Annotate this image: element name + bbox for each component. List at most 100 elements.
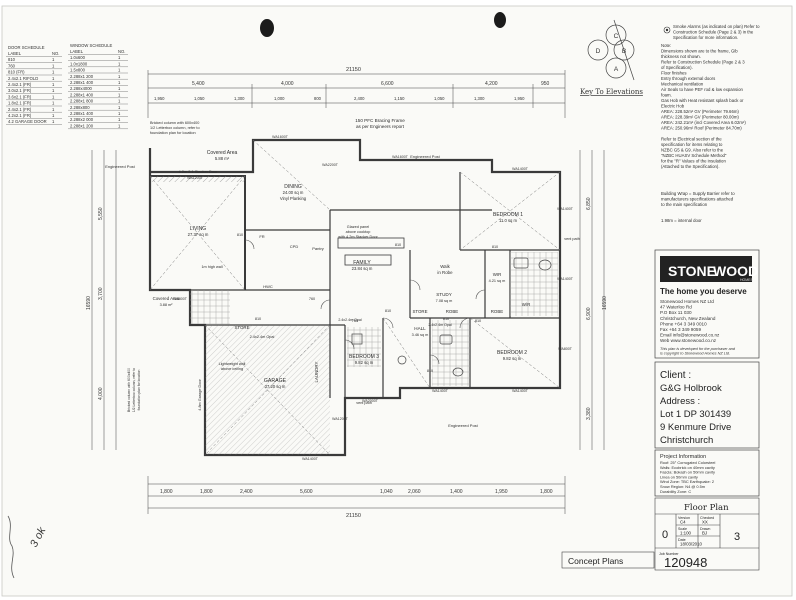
sheet-title: Floor Plan (684, 503, 729, 513)
note-bracing-2: as per Engineers report (356, 124, 405, 129)
client-frame (654, 361, 760, 449)
wr-label: W/R (522, 302, 531, 307)
living-label: LIVING (190, 226, 207, 232)
title-block: Floor Plan 0 VersionC4Scale1:100Date18/0… (561, 497, 760, 571)
key-letter-b: B (622, 48, 626, 55)
door-tag: 810 (395, 243, 401, 247)
vent-path-2: vent path (564, 237, 580, 241)
project-info-line: Snow Region: N4 @ 0.5m (660, 484, 705, 489)
spec-note-line: Floor finishes (661, 71, 687, 76)
company-address-line: Christchurch, New Zealand (660, 316, 716, 321)
title-cell-label: Checked (700, 516, 714, 520)
exterior-wall (148, 138, 562, 457)
project-info-line: Walls: Ecobrick on 40mm cavity (660, 465, 715, 470)
key-circle-c (605, 24, 627, 46)
ensuite-tiles (432, 320, 470, 386)
dim-top-segment: 4,200 (485, 81, 498, 87)
client-block: Client : G&G Holbrook Address : Lot 1 DP… (654, 361, 760, 449)
spec-note-line: NZBC G5 & G9. Also refer to the (661, 148, 724, 153)
door-schedule-label: LABEL (8, 51, 22, 56)
dim-top-sub: 1,950 (154, 96, 165, 101)
kitchen-island (344, 254, 392, 266)
dim-top-segment: 5,400 (192, 81, 205, 87)
bedroom-opening: 2.4x2.4m Opal (428, 323, 452, 327)
project-info-line: Roof: 25° Corrugated Colorsteel (660, 460, 716, 465)
brand-block: STONE WOOD HOMES The home you deserve St… (654, 249, 760, 359)
title-cell-label: Drawn (700, 527, 710, 531)
title-cell-label: Scale (678, 527, 687, 531)
spec-note-line: foam. (661, 93, 672, 98)
logo-sub: HOMES (740, 278, 754, 282)
concept-box (561, 551, 655, 569)
window-schedule-count: 1 (118, 68, 121, 73)
family-size: 23.84 sq m (352, 266, 373, 271)
door-schedule-count: 1 (52, 119, 55, 124)
job-number: 120948 (664, 555, 707, 570)
family-label: FAMILY (353, 260, 371, 266)
project-info-line: Linea on 50mm cavity (660, 474, 698, 479)
window-schedule-count: NO. (118, 49, 125, 54)
door-tag: 760 (309, 297, 315, 301)
title-cell-value: C4 (680, 520, 686, 525)
project-frame (654, 449, 760, 497)
door-tag: 810 (492, 245, 498, 249)
door-schedule-label: 760 (8, 63, 16, 68)
door-schedule-label: 2.4x2.1 (FR) (8, 107, 32, 112)
door-schedule-count: 1 (52, 101, 55, 106)
job-label: Job Number (659, 552, 679, 556)
door-schedule-label: 810 (8, 57, 16, 62)
dim-left-total: 16590 (86, 296, 92, 310)
dim-top-segment: 6,600 (381, 81, 394, 87)
company-address-line: Fax +64 3 349 9059 (660, 327, 701, 332)
door-schedule-count: 1 (52, 88, 55, 93)
kitchen-bench (337, 237, 405, 249)
door-schedule-count: 1 (52, 113, 55, 118)
window-schedule-count: 1 (118, 86, 121, 91)
door-schedule-count: NO. (52, 51, 59, 56)
dim-top-sub: 1,300 (234, 96, 245, 101)
window-tag: WA2200T (322, 163, 339, 167)
door-schedule-title: DOOR SCHEDULE (8, 45, 45, 50)
spec-note-line: AREA: 242.21m² (incl Covered Area 6.02m²… (661, 120, 746, 125)
spec-note-line: AREA: 250.96m² Roof (Perimeter 84.70m) (661, 126, 742, 131)
internal-door-note: 1.98m = internal door (661, 218, 702, 223)
cupboard-label: CPD (290, 244, 299, 249)
brand-frame (654, 249, 760, 359)
dim-right-segment: 6,850 (586, 197, 592, 210)
dim-top-sub: 1,000 (274, 96, 285, 101)
spec-note-line: Note: (661, 43, 671, 48)
key-letter-d: D (596, 48, 601, 55)
door-schedule-count: 1 (52, 70, 55, 75)
bedroom1-size: 11.0 sq m (499, 218, 518, 223)
dining-label: DINING (284, 184, 302, 190)
company-address-line: Email info@stonewood.co.nz (660, 333, 720, 338)
door-schedule-count: 1 (52, 76, 55, 81)
key-to-elevations: C B D A Key To Elevations (580, 19, 643, 96)
door-tag: 810 (443, 317, 449, 321)
living-size: 27.37 sq m (188, 232, 209, 237)
client-label: Client : (660, 370, 691, 381)
dim-bottom-segment: 1,040 (380, 489, 393, 495)
project-info-line: Wind Zone: TBC Earthquake: 2 (660, 479, 714, 484)
window-schedule-count: 1 (118, 55, 121, 60)
punch-hole-left (260, 19, 274, 37)
door-swings (244, 239, 486, 365)
dim-bottom-total: 21150 (346, 513, 361, 519)
dining-floor: Vinyl Planking (280, 196, 307, 201)
window-schedule-count: 1 (118, 117, 121, 122)
company-address-line: 47 Waterloo Rd (660, 305, 692, 310)
bedroom2-size: 9.82 sq m (503, 356, 522, 361)
company-address-line: Phone +64 3 349 0010 (660, 321, 707, 326)
door-tag: 810 (237, 233, 243, 237)
bedroom3-size: 9.82 sq m (355, 360, 374, 365)
window-schedule-count: 1 (118, 74, 121, 79)
window-schedule-count: 1 (118, 99, 121, 104)
paper-sheet (1, 5, 793, 597)
window-tag: WA1600T (392, 155, 409, 159)
dim-top-sub: 1,950 (514, 96, 525, 101)
key-letter-a: A (614, 66, 619, 73)
door-schedule-label: 2.4x2.1 RIFOLD (8, 76, 38, 81)
copyright-line: is copyright to Stonewood Homes NZ Ltd. (660, 352, 730, 356)
